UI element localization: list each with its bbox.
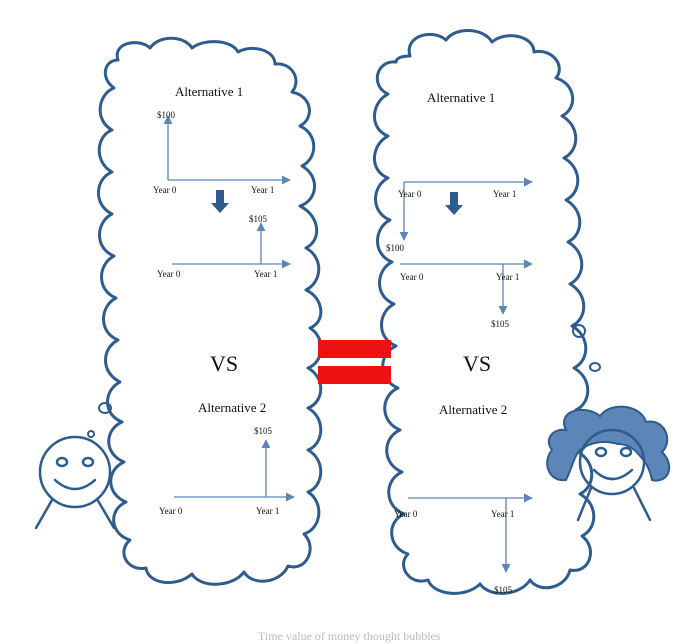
left-alt2-amount: $105 (254, 426, 273, 436)
right-alt1-bottom-year0: Year 0 (400, 272, 424, 282)
left-figure-head (38, 435, 112, 509)
left-alt1-title: Alternative 1 (175, 84, 243, 99)
right-figure-arm-left (576, 486, 593, 522)
left-thought-bubble (97, 36, 323, 586)
right-figure-eye-left (594, 446, 608, 458)
right-thought-dot-small (589, 362, 601, 372)
left-alt2-title: Alternative 2 (198, 400, 266, 415)
right-alt1-title: Alternative 1 (427, 90, 495, 105)
left-alt1-bottom-year0: Year 0 (157, 269, 181, 279)
left-alt1-top-amount: $100 (157, 110, 176, 120)
left-alt1-bottom-year1: Year 1 (254, 269, 277, 279)
left-alt1-top-year1: Year 1 (251, 185, 274, 195)
left-figure-eye-left (55, 456, 69, 468)
right-alt1-top-year0: Year 0 (398, 189, 422, 199)
right-figure-arm-right (632, 486, 652, 522)
right-alt1-bottom-amount: $105 (491, 319, 510, 329)
right-figure-hair (546, 405, 671, 482)
left-alt1-top-year0: Year 0 (153, 185, 177, 195)
right-alt1-bottom-year1: Year 1 (496, 272, 519, 282)
right-alt1-top-amount: $100 (386, 243, 405, 253)
left-alt2-year1: Year 1 (256, 506, 279, 516)
right-vs-label: VS (463, 351, 491, 376)
right-figure-head (578, 428, 646, 496)
right-down-arrow-icon (445, 192, 463, 215)
right-alt2-year0: Year 0 (394, 509, 418, 519)
figure-caption: Time value of money thought bubbles (258, 629, 441, 643)
equals-bottom-bar (318, 366, 391, 384)
left-thought-dot-large (98, 402, 112, 414)
right-stick-figure (546, 405, 671, 522)
left-down-arrow-icon (211, 190, 229, 213)
left-stick-figure (34, 435, 116, 530)
right-alt2-title: Alternative 2 (439, 402, 507, 417)
right-figure-eye-right (619, 446, 633, 458)
right-figure-smile (592, 468, 634, 481)
left-figure-arm-right (95, 497, 116, 530)
left-alt1-bottom-amount: $105 (249, 214, 268, 224)
right-alt1-top-year1: Year 1 (493, 189, 516, 199)
left-figure-arm-left (34, 498, 54, 530)
left-figure-smile (53, 478, 97, 491)
right-alt2-amount: $105 (494, 585, 513, 595)
right-thought-dot-large (572, 324, 586, 338)
left-vs-label: VS (210, 351, 238, 376)
right-alt2-year1: Year 1 (491, 509, 514, 519)
right-thought-bubble (373, 29, 596, 595)
left-alt2-year0: Year 0 (159, 506, 183, 516)
left-figure-eye-right (81, 456, 95, 468)
equals-top-bar (318, 340, 391, 358)
left-thought-dot-small (87, 430, 95, 438)
